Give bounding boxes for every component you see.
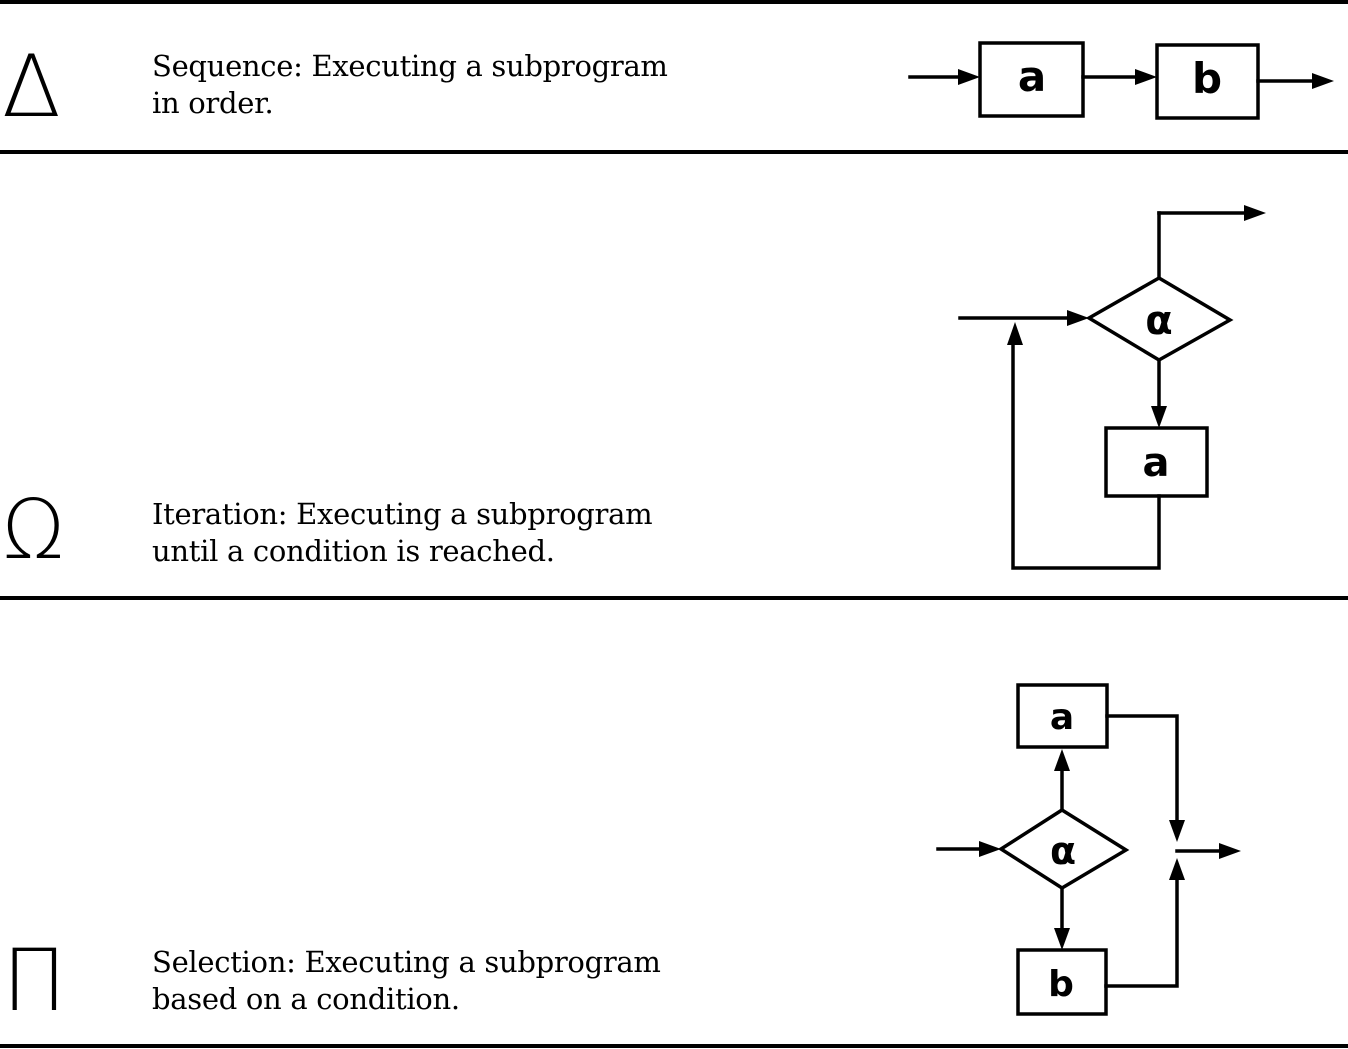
sequence-label-b: b [1192,54,1222,103]
sequence-line-1: Sequence: Executing a subprogram [152,49,668,83]
selection-label-b: b [1048,964,1074,1005]
selection-description: Selection: Executing a subprogram based … [152,944,792,1018]
rule-after-iteration [0,596,1348,600]
sequence-description: Sequence: Executing a subprogram in orde… [152,48,792,122]
sequence-label-a: a [1018,52,1046,101]
sequence-line-2: in order. [152,86,274,120]
omega-symbol: Ω [2,483,65,578]
selection-line-1: Selection: Executing a subprogram [152,945,661,979]
selection-box-b [1016,948,1108,1016]
rule-bottom [0,1044,1348,1048]
sequence-box-b [1155,43,1260,120]
selection-label-a: a [1050,697,1074,738]
rule-top [0,0,1348,4]
iteration-label-a: a [1143,440,1170,486]
iteration-box-a [1104,426,1209,498]
iteration-condition-label: α [1145,298,1172,344]
iteration-description: Iteration: Executing a subprogram until … [152,496,792,570]
iteration-diagram: α a [958,205,1266,570]
selection-condition-label: α [1050,829,1076,873]
iteration-line-2: until a condition is reached. [152,534,555,568]
sequence-box-a [978,41,1085,118]
rule-after-sequence [0,150,1348,154]
iteration-line-1: Iteration: Executing a subprogram [152,497,653,531]
sequence-diagram: a b [908,41,1334,120]
selection-line-2: based on a condition. [152,982,460,1016]
delta-symbol: Δ [2,37,61,137]
selection-box-a [1016,683,1109,749]
pi-symbol: Π [2,931,67,1031]
